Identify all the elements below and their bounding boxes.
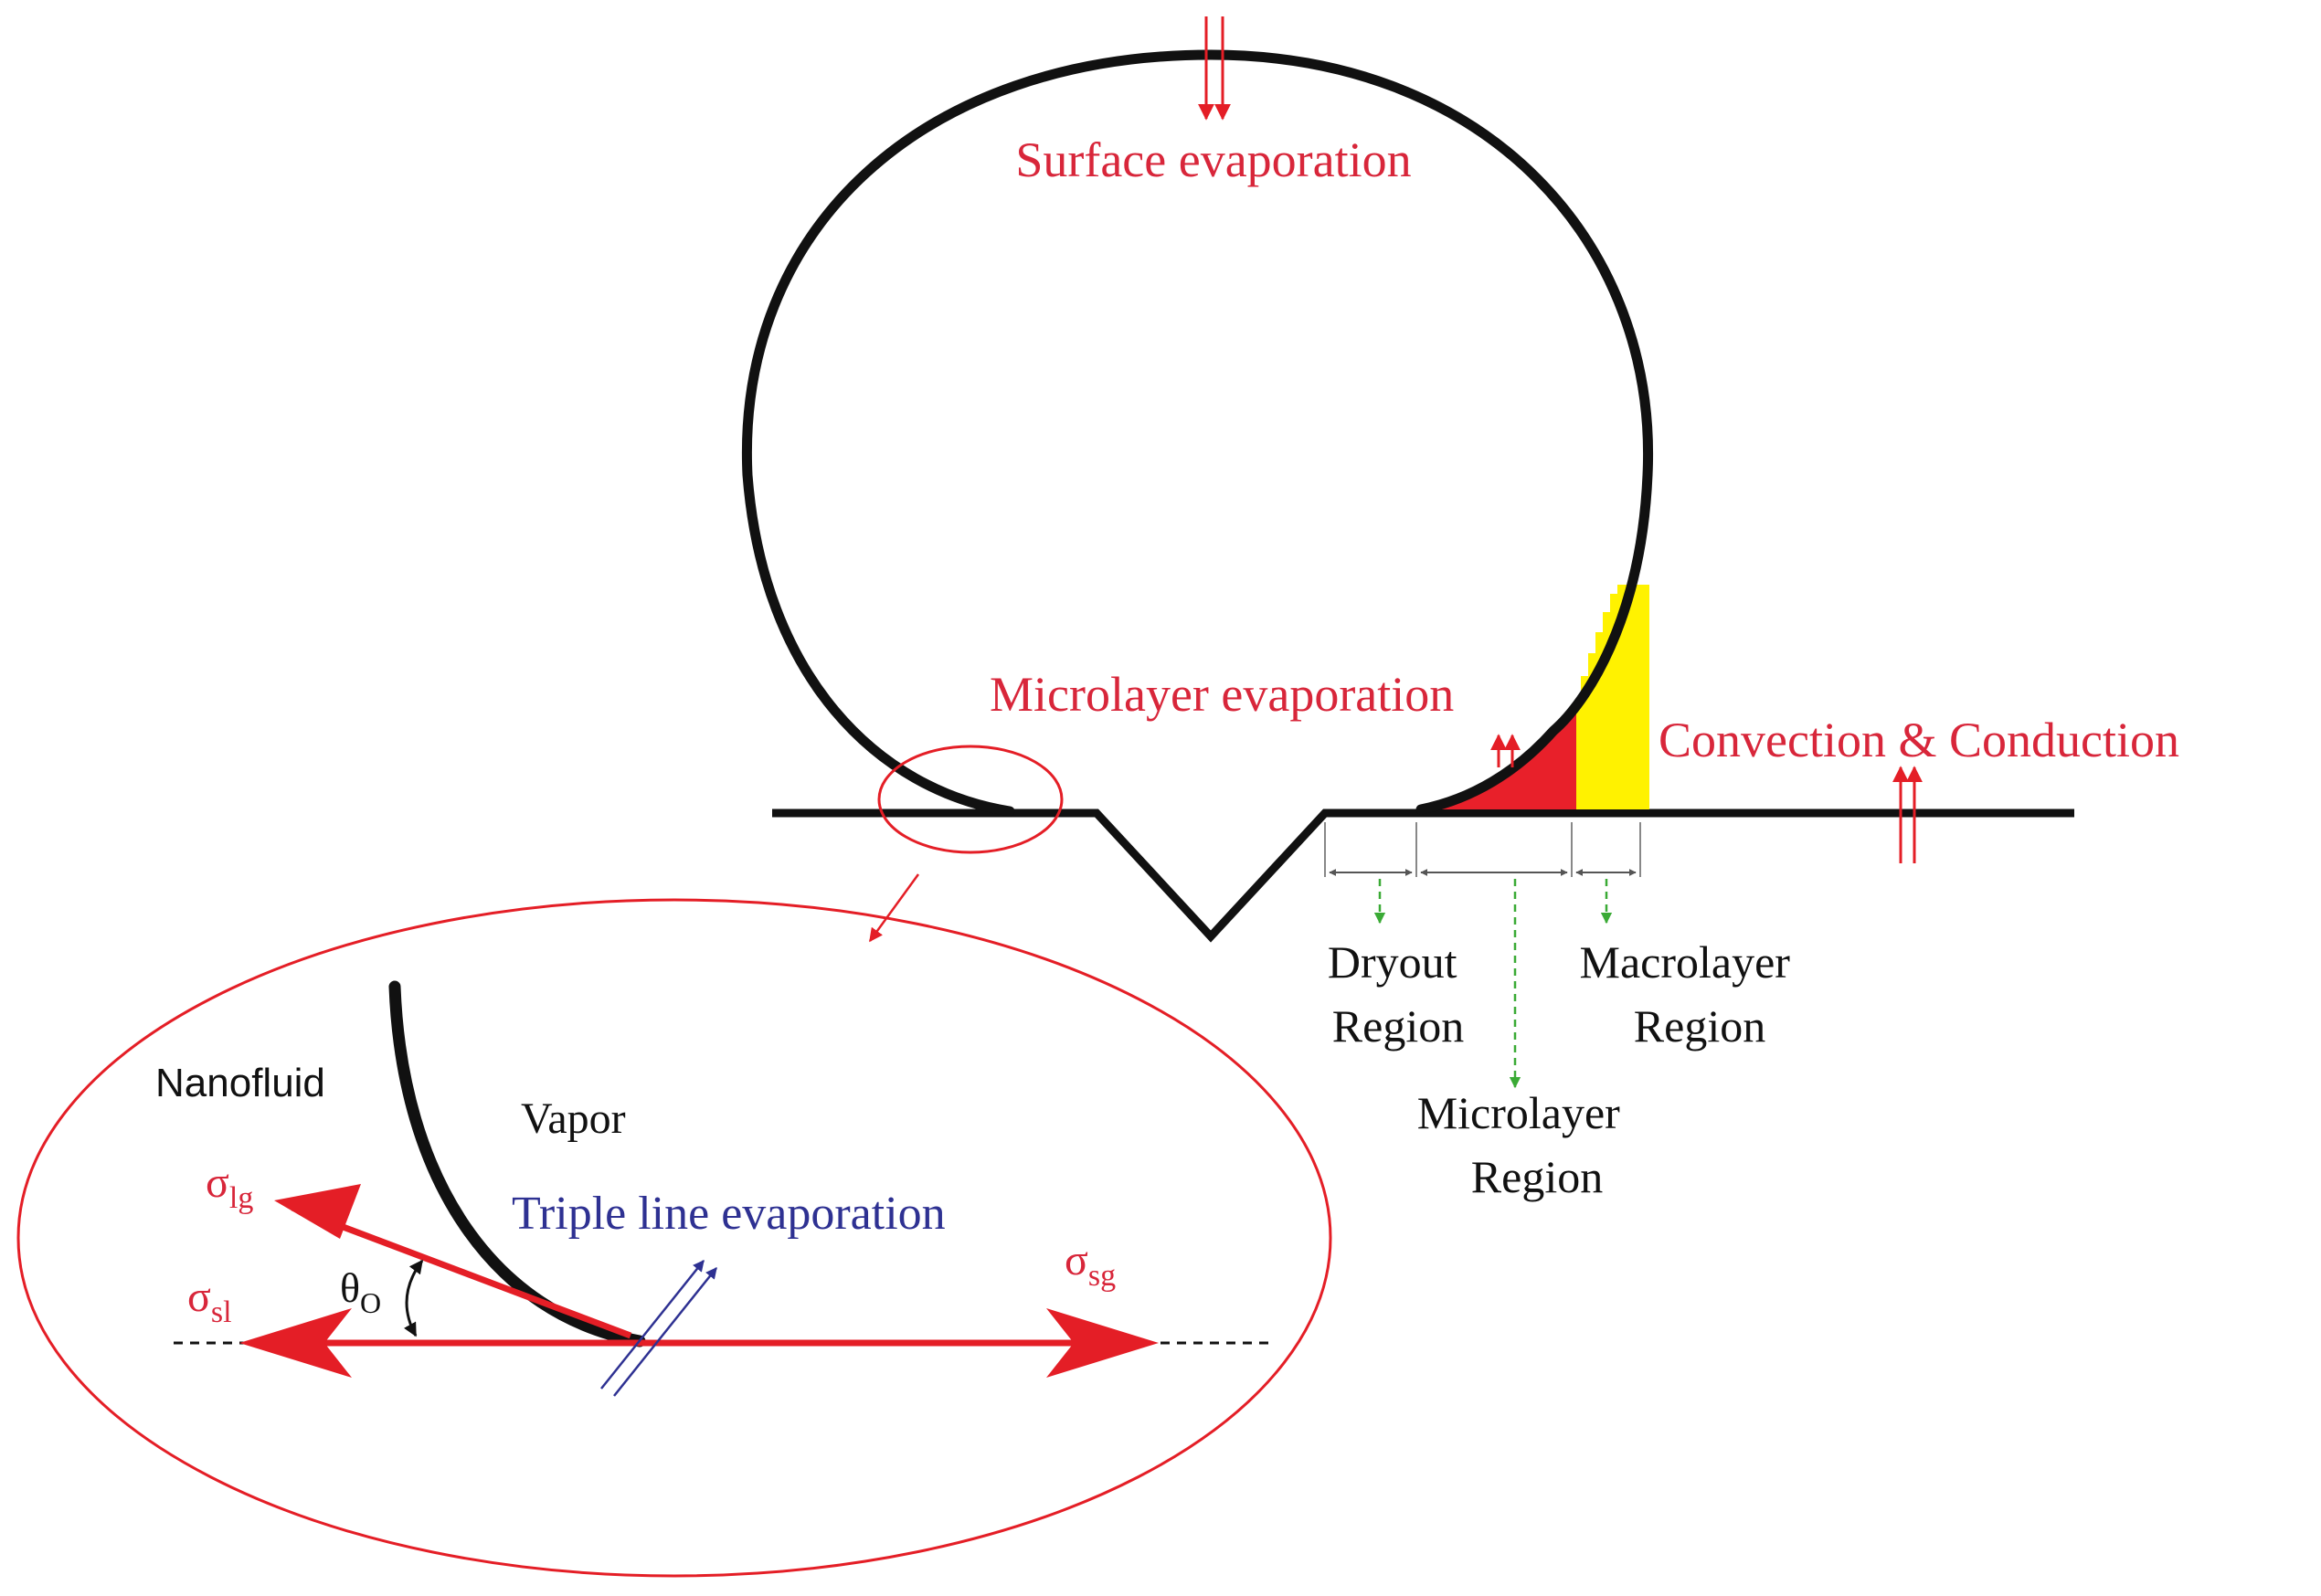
sigma-sg-arrowhead xyxy=(1046,1308,1159,1378)
sigma-lg-label: σlg xyxy=(206,1158,253,1215)
heated-surface-with-cavity xyxy=(772,809,2074,943)
callout-pointer-arrow xyxy=(868,873,920,943)
dryout-region-label: Dryout Region xyxy=(1328,936,1468,1052)
microlayer-evaporation-label: Microlayer evaporation xyxy=(990,667,1454,722)
vapor-label: Vapor xyxy=(521,1094,626,1143)
triple-line-evaporation-label: Triple line evaporation xyxy=(512,1188,946,1240)
sigma-lg-arrowhead xyxy=(274,1184,361,1239)
inset-interface-curve xyxy=(388,980,646,1348)
contact-line-callout xyxy=(877,745,1064,854)
surface-evaporation-arrows xyxy=(1198,16,1231,121)
sigma-sg-label: σsg xyxy=(1065,1236,1116,1293)
macrolayer-region-label: Macrolayer Region xyxy=(1580,936,1802,1052)
theta-o-label: θO xyxy=(340,1264,381,1319)
sigma-sl-label: σsl xyxy=(187,1273,232,1329)
microlayer-region-label: Microlayer Region xyxy=(1417,1087,1632,1202)
zoomed-inset-ellipse xyxy=(16,898,1332,1578)
macrolayer-fill xyxy=(1576,585,1649,809)
triple-line-arrows xyxy=(600,1260,717,1397)
sigma-lg-arrow xyxy=(291,1204,632,1339)
microlayer-fill xyxy=(1425,703,1576,809)
surface-tension-arrowheads xyxy=(239,1184,1159,1378)
convection-conduction-label: Convection & Conduction xyxy=(1659,713,2179,767)
surface-evaporation-label: Surface evaporation xyxy=(1015,132,1411,187)
region-brackets xyxy=(1324,822,1641,877)
convection-arrows xyxy=(1892,766,1923,863)
sigma-sl-arrowhead xyxy=(239,1308,352,1378)
contact-angle-arc xyxy=(403,1259,424,1337)
vapor-bubble-outline xyxy=(741,49,1654,817)
region-pointer-arrows xyxy=(1373,879,1613,1089)
nanofluid-label: Nanofluid xyxy=(155,1061,325,1105)
microlayer-evaporation-arrows xyxy=(1490,734,1521,767)
